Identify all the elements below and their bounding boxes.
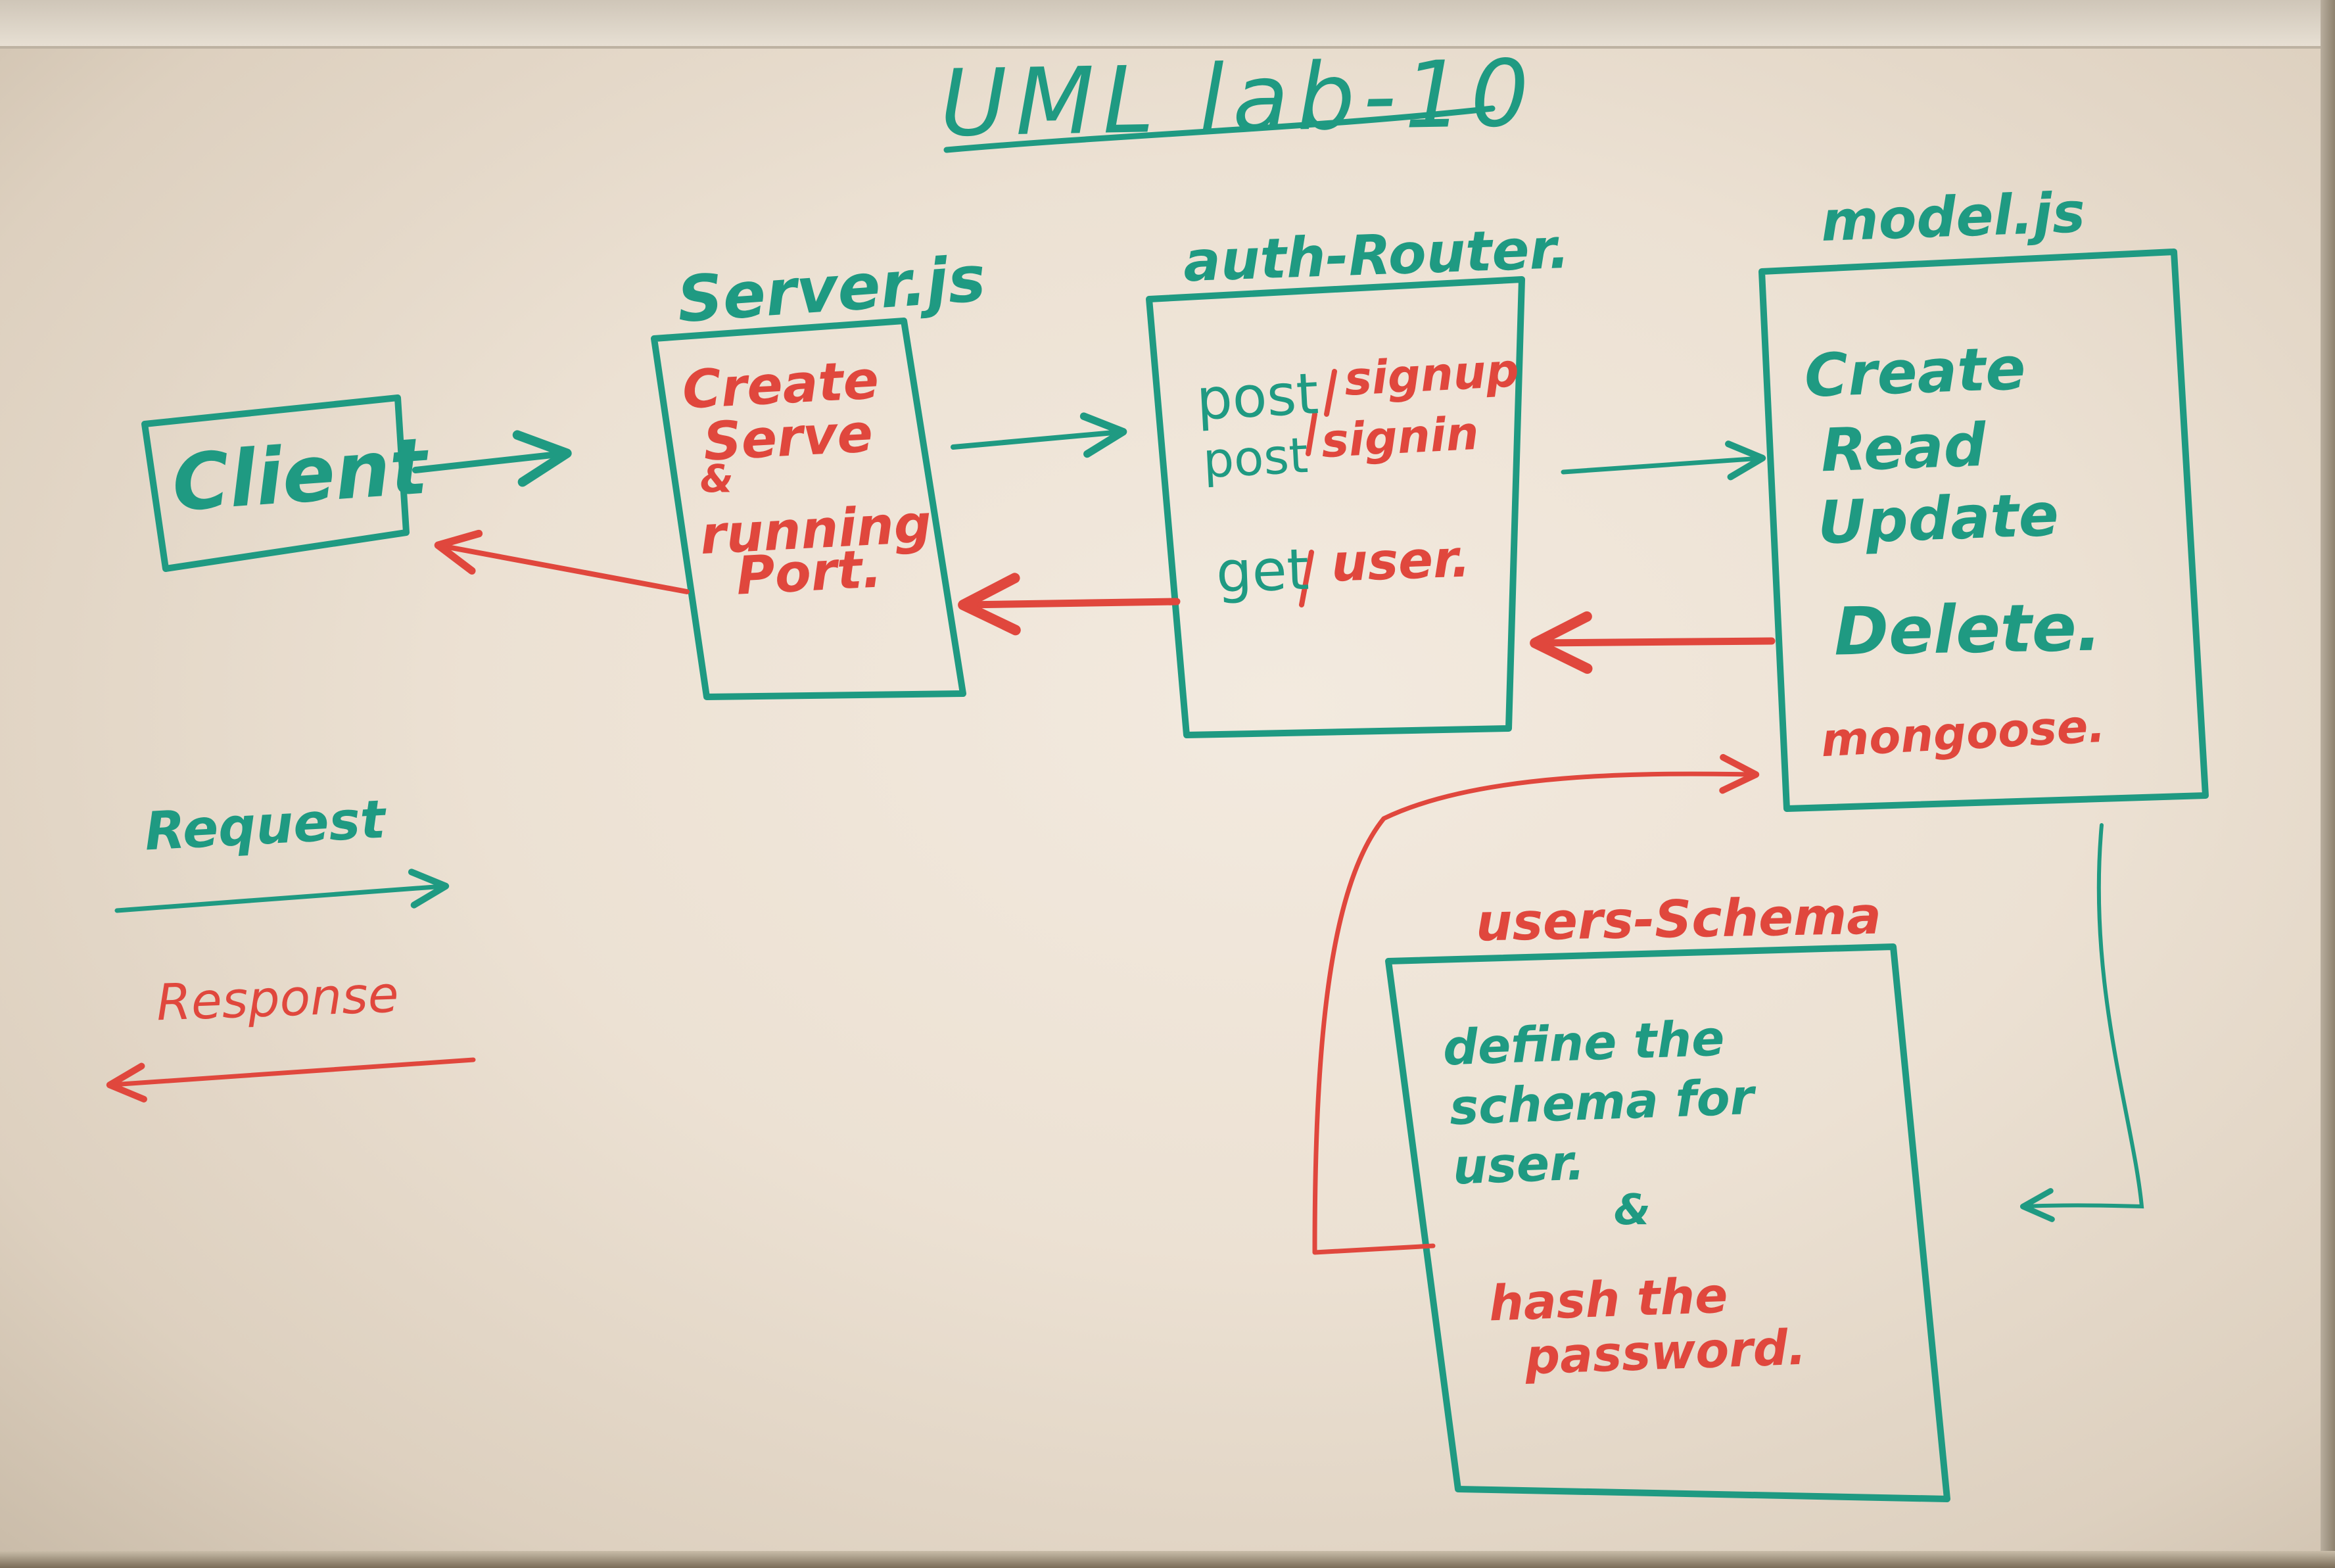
- users-schema-note-2: password.: [1524, 1319, 1808, 1386]
- model-line-1: Create: [1803, 334, 2027, 411]
- users-schema-amp: &: [1614, 1186, 1651, 1235]
- users-schema-line-1: define the: [1442, 1010, 1726, 1077]
- client-label: Client: [169, 420, 431, 529]
- request-arrow-client-server: [412, 430, 572, 487]
- title-underline: [943, 105, 1496, 153]
- legend-request-label: Request: [143, 788, 387, 863]
- model-box: [1758, 249, 2209, 812]
- route-1-method: post: [1194, 361, 1321, 433]
- request-arrow-model-schema: [2019, 823, 2144, 1222]
- server-line-5: Port.: [734, 538, 884, 607]
- server-box: [651, 318, 966, 700]
- response-arrow-model-auth: [1530, 611, 1776, 674]
- whiteboard-frame-top: [0, 0, 2335, 49]
- model-line-3: Update: [1816, 480, 2060, 558]
- whiteboard-frame-right: [2321, 0, 2335, 1568]
- users-schema-line-2: schema for: [1448, 1068, 1755, 1137]
- page-title: UML lab-10: [939, 40, 1538, 158]
- model-header: model.js: [1820, 180, 2087, 254]
- route-3-path: user.: [1330, 529, 1472, 594]
- legend-response-arrow: [106, 1057, 476, 1103]
- route-1-path: signup: [1343, 343, 1521, 406]
- whiteboard-frame-bottom: [0, 1551, 2335, 1568]
- request-arrow-server-auth: [951, 412, 1127, 458]
- client-box: [141, 394, 410, 572]
- route-2-method: post: [1201, 427, 1309, 490]
- response-arrow-server-client: [434, 529, 690, 594]
- route-2-path: signin: [1320, 406, 1480, 469]
- request-arrow-auth-model: [1561, 440, 1766, 481]
- route-separator: [1299, 369, 1337, 607]
- response-arrow-auth-server: [958, 573, 1181, 636]
- response-arrow-schema-model: [1312, 753, 1760, 1255]
- auth-router-box: [1146, 276, 1525, 738]
- auth-router-header: auth-Router.: [1182, 216, 1571, 295]
- route-3-method: get: [1215, 536, 1310, 606]
- model-line-2: Read: [1820, 410, 1987, 486]
- legend-response-label: Response: [155, 964, 400, 1032]
- users-schema-header: users-Schema: [1475, 886, 1882, 953]
- model-line-4: Delete.: [1833, 588, 2102, 671]
- users-schema-line-3: user.: [1451, 1134, 1586, 1196]
- server-line-3: &: [700, 456, 734, 501]
- legend-request-arrow: [114, 868, 450, 913]
- users-schema-box: [1385, 943, 1950, 1502]
